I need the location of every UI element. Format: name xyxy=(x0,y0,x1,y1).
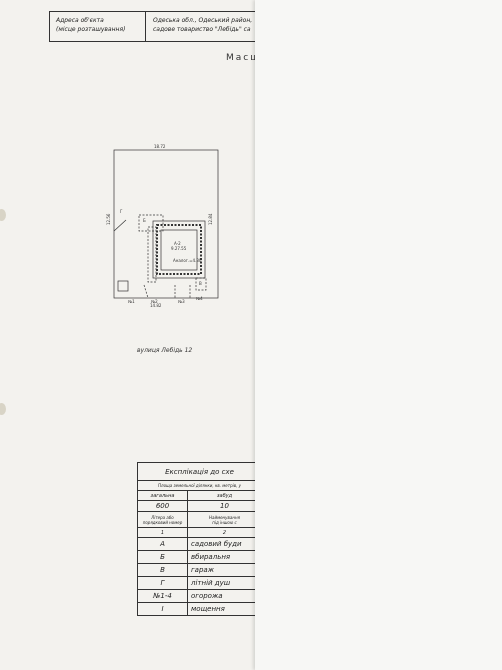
address-label-line2: (місце розташування) xyxy=(56,26,126,33)
paving-strip xyxy=(147,226,157,283)
outbuilding-v xyxy=(195,277,207,291)
dim-bottom: 14.82 xyxy=(150,303,162,308)
overlapping-blank-page xyxy=(255,0,502,670)
dim-top: 18.72 xyxy=(154,144,166,149)
site-plan: 18.72 12.56 12.84 14.82 А-2 9.27.55 Анал… xyxy=(106,144,219,308)
building-code: 9.27.55 xyxy=(171,246,187,251)
dim-left: 12.56 xyxy=(106,213,111,225)
explication-table: Експлікація до схе Площа земельної ділян… xyxy=(137,462,262,616)
dim-right: 12.84 xyxy=(208,213,213,225)
plan-item-g: Г xyxy=(120,209,123,214)
row-name: мощення xyxy=(187,602,262,616)
col-total-header: загальна xyxy=(137,490,188,501)
index-col1: 1 xyxy=(137,527,188,538)
outbuilding-g xyxy=(117,280,129,292)
building-a-outline xyxy=(152,220,206,279)
plan-item-fence-4: №4 xyxy=(196,296,203,301)
row-name: садовий буди xyxy=(187,537,262,551)
total-area-value: 600 xyxy=(137,500,188,512)
building-letter: А-2 xyxy=(174,241,181,246)
row-name: огорожа xyxy=(187,589,262,603)
index-col2: 2 xyxy=(187,527,262,538)
plan-item-fence-1: №1 xyxy=(128,299,135,304)
scale-title: Масш xyxy=(226,53,261,63)
row-code: Г xyxy=(137,576,188,590)
row-code: В xyxy=(137,563,188,577)
explication-title: Експлікація до схе xyxy=(137,462,262,481)
dimension-line xyxy=(113,219,127,232)
plan-item-fence-3: №3 xyxy=(178,299,185,304)
plan-item-v: В xyxy=(199,281,202,286)
plan-item-fence-2: №2 xyxy=(151,299,158,304)
area-header: Площа земельної ділянки, кв. метрів, у xyxy=(137,480,262,491)
row-code: І xyxy=(137,602,188,616)
col-built-header: забуд xyxy=(187,490,262,501)
plan-item-b: Б xyxy=(143,218,146,223)
building-area: Аналог.=4.30 xyxy=(173,258,202,263)
address-label-line1: Адреса об'єкта xyxy=(56,17,104,24)
building-b-outline xyxy=(138,214,164,232)
fence-segment xyxy=(143,284,149,299)
plot-boundary xyxy=(113,149,219,299)
building-a-inner xyxy=(160,229,198,271)
built-area-value: 10 xyxy=(187,500,262,512)
building-a-wall-hatch xyxy=(156,224,202,275)
address-value-line1: Одеська обл., Одеський район, xyxy=(153,17,253,24)
punch-hole xyxy=(0,403,6,415)
row-code: А xyxy=(137,537,188,551)
row-code: Б xyxy=(137,550,188,564)
punch-hole xyxy=(0,209,6,221)
address-label-cell: Адреса об'єкта (місце розташування) xyxy=(50,12,146,41)
row-name: літній душ xyxy=(187,576,262,590)
address-value-line2: садове товариство "Лебідь" са xyxy=(153,26,251,33)
row-name: гараж xyxy=(187,563,262,577)
row-code: №1-4 xyxy=(137,589,188,603)
row-name: вбиральня xyxy=(187,550,262,564)
street-label: вулиця Лебідь 12 xyxy=(137,347,193,354)
